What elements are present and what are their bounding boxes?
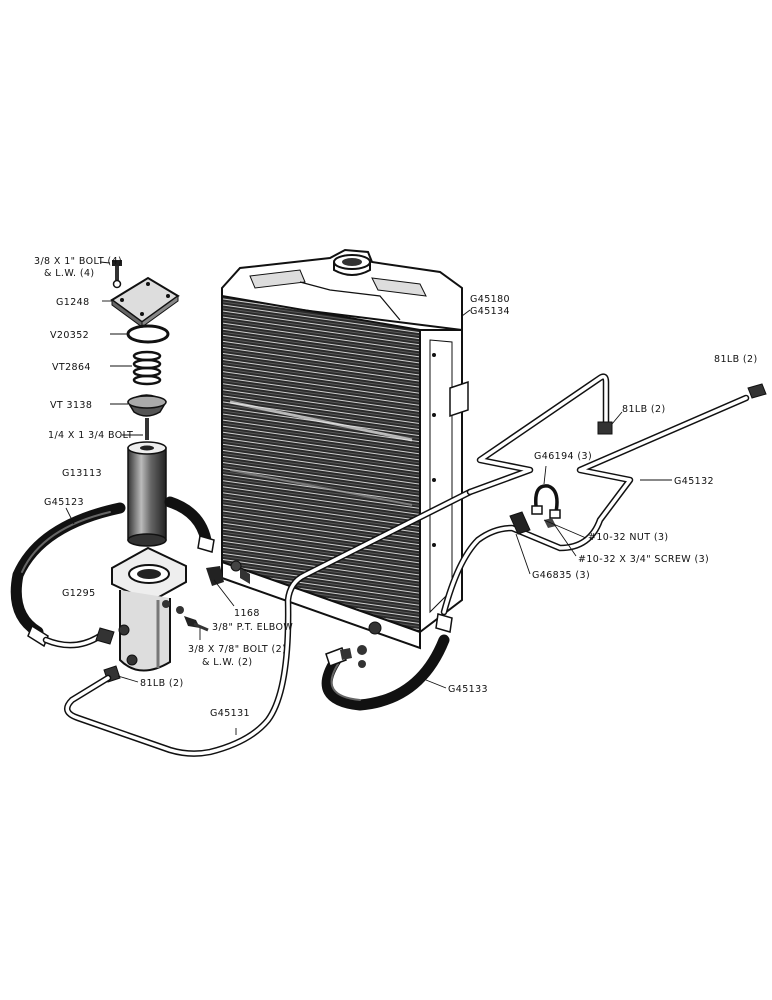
pipe-elbow [206,560,242,586]
label-pipe-right: G45132 [674,476,714,487]
hose-left [10,496,215,649]
top-bolt [112,260,122,289]
cover-plate [110,276,180,328]
label-pipe-bottom: G45131 [210,708,250,719]
label-fitting-housing: 81LB (2) [140,678,184,689]
label-radiator-2: G45134 [470,306,510,317]
label-fitting-mid: 81LB (2) [622,404,666,415]
pipe-right [440,394,750,616]
label-housing: G1295 [62,588,96,599]
label-bolt-top-lw: & L.W. (4) [44,268,95,279]
top-right-fitting [747,383,767,399]
label-bolt-mid: 1/4 X 1 3/4 BOLT [48,430,133,441]
label-radiator-1: G45180 [470,294,510,305]
label-hose-left: G45123 [44,497,84,508]
filter-assembly [103,260,242,683]
label-valve: VT 3138 [50,400,92,411]
housing-bolt [184,616,209,632]
filter-element [127,441,167,547]
relief-valve [127,394,168,417]
filler-neck [333,254,371,276]
label-bolt-low-lw: & L.W. (2) [202,657,253,668]
center-bolt [145,418,149,440]
label-bolt-top-size: 3/8 X 1" BOLT (4) [34,256,122,267]
label-fitting-top-right: 81LB (2) [714,354,758,365]
gasket-ring [126,324,170,344]
label-hose-right: G45133 [448,684,488,695]
label-gasket: V20352 [50,330,89,341]
label-nut: #10-32 NUT (3) [588,532,669,543]
label-clip-assy: G46835 (3) [532,570,590,581]
label-clip: G46194 (3) [534,451,592,462]
radiator [221,248,469,650]
clip-nut [509,511,531,535]
label-cover: G1248 [56,297,90,308]
pipe-bottom [63,488,474,757]
label-bolt-low-size: 3/8 X 7/8" BOLT (2) [188,644,286,655]
hose-right [321,613,453,711]
pipe-clip [531,484,561,519]
pipe-upper [466,373,610,496]
label-screw: #10-32 X 3/4" SCREW (3) [578,554,709,565]
mid-fitting [597,421,613,435]
spring [132,350,162,386]
leader-lines [65,261,672,735]
label-element: G13113 [62,468,102,479]
filter-housing [111,546,187,672]
label-elbow-desc: 3/8" P.T. ELBOW [212,622,293,633]
label-spring: VT2864 [52,362,91,373]
label-elbow-num: 1168 [234,608,260,619]
